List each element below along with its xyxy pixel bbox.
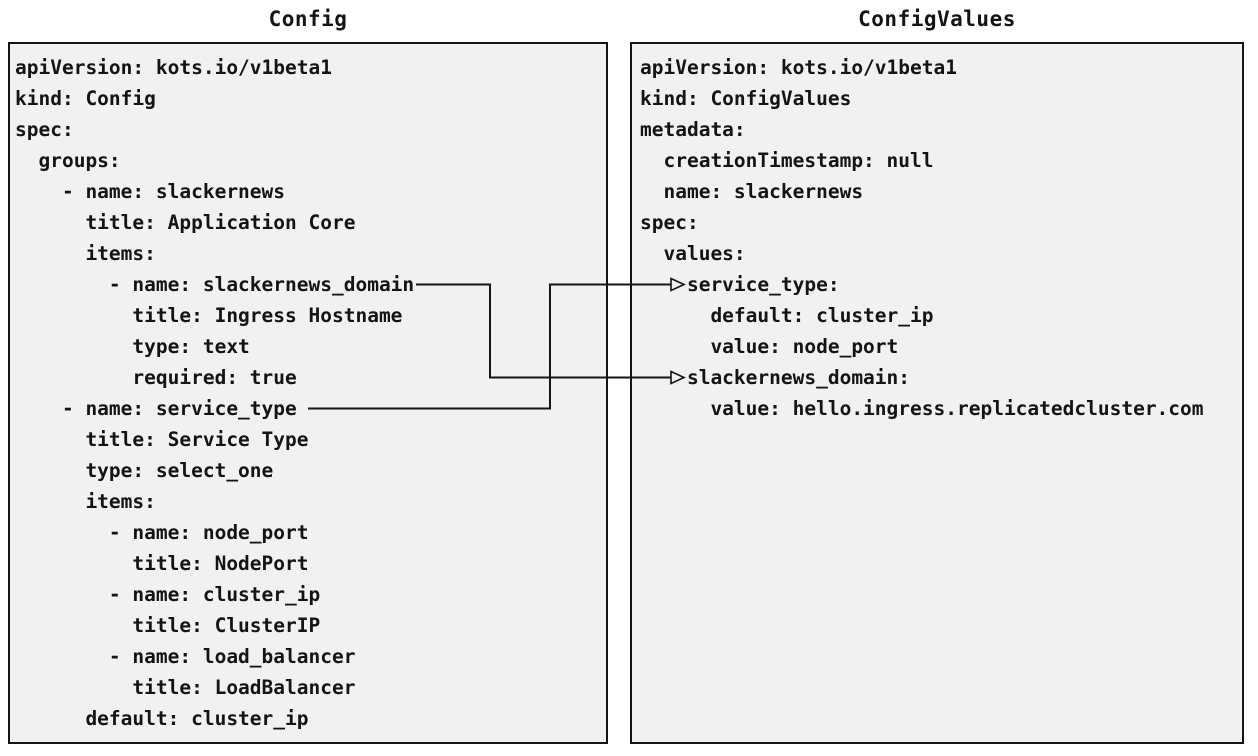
configvalues-panel-title: ConfigValues [858,7,1016,31]
config-panel: apiVersion: kots.io/v1beta1 kind: Config… [8,42,608,744]
configvalues-yaml-code: apiVersion: kots.io/v1beta1 kind: Config… [640,56,1204,420]
configvalues-panel: apiVersion: kots.io/v1beta1 kind: Config… [630,42,1244,744]
config-yaml-code: apiVersion: kots.io/v1beta1 kind: Config… [15,56,415,730]
config-panel-title: Config [268,7,348,31]
